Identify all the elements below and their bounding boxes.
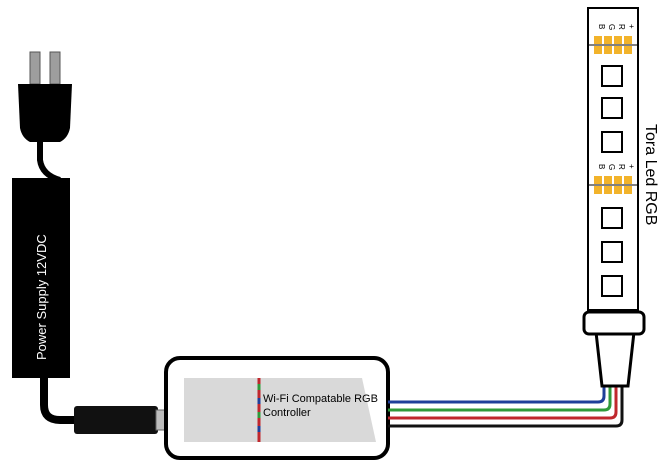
pin-label: + [627, 24, 636, 29]
controller-inner-panel [184, 378, 376, 442]
led-chip [601, 131, 623, 153]
plug-prongs [29, 51, 61, 85]
wire-red [388, 386, 618, 420]
wire-black [388, 386, 624, 428]
led-chips-segment-1 [601, 65, 623, 153]
pin-label: G [607, 24, 616, 30]
solder-pads-top [594, 36, 632, 54]
pin-label: R [617, 164, 626, 170]
led-chip [601, 65, 623, 87]
plug-cord [37, 140, 61, 183]
strip-end-collar [582, 310, 646, 336]
led-chip [601, 207, 623, 229]
strip-pin-labels-mid: B G R + [597, 164, 636, 170]
pin-label: + [627, 164, 636, 169]
supply-cable [40, 378, 78, 424]
led-strip-label: Tora Led RGB [642, 124, 659, 225]
strip-pin-labels-top: B G R + [597, 24, 636, 30]
wire-blue [388, 386, 606, 404]
wire-green [388, 386, 612, 412]
pin-label: G [607, 164, 616, 170]
led-chips-segment-2 [601, 207, 623, 297]
led-chip [601, 275, 623, 297]
dc-connector [74, 406, 158, 434]
led-chip [601, 241, 623, 263]
pin-label: R [617, 24, 626, 30]
power-supply-label: Power Supply 12VDC [34, 234, 49, 360]
rgb-wires [388, 386, 624, 428]
power-supply [12, 178, 70, 378]
controller-label-line2: Controller [263, 407, 311, 419]
strip-end-cap [594, 330, 636, 388]
pin-label: B [597, 24, 606, 29]
controller-label-line1: Wi-Fi Compatable RGB [263, 393, 378, 405]
pin-label: B [597, 164, 606, 169]
plug-head [18, 84, 72, 142]
led-chip [601, 97, 623, 119]
solder-pads-mid [594, 176, 632, 194]
